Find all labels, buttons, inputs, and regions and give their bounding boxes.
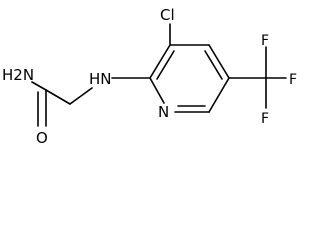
ring-nitrogen-label: N [158,103,169,121]
fluorine-top-label: F [261,33,269,49]
bond-ring-c2-c3 [149,44,171,79]
bond-carbonyl-ch2 [45,89,71,105]
amide-oxygen-label: O [36,129,48,147]
chemical-structure: H2N O HN Cl N F F F [2,6,297,147]
fluorine-right-label: F [289,72,297,88]
chlorine-label: Cl [160,6,175,24]
amide-nh2-label: H2N [2,66,34,84]
amine-nh-label: HN [89,70,112,88]
bond-ch2-nh [69,87,93,105]
fluorine-bottom-label: F [261,111,269,127]
bond-h2n-carbonyl [31,81,47,91]
bond-ring-c4-c5-inner [204,50,223,80]
bond-ring-c4-c5 [208,44,230,79]
bond-ring-c2-c3-inner [156,50,175,80]
bond-ring-c5-c6 [208,77,230,113]
bond-ring-n-c2 [149,77,165,104]
